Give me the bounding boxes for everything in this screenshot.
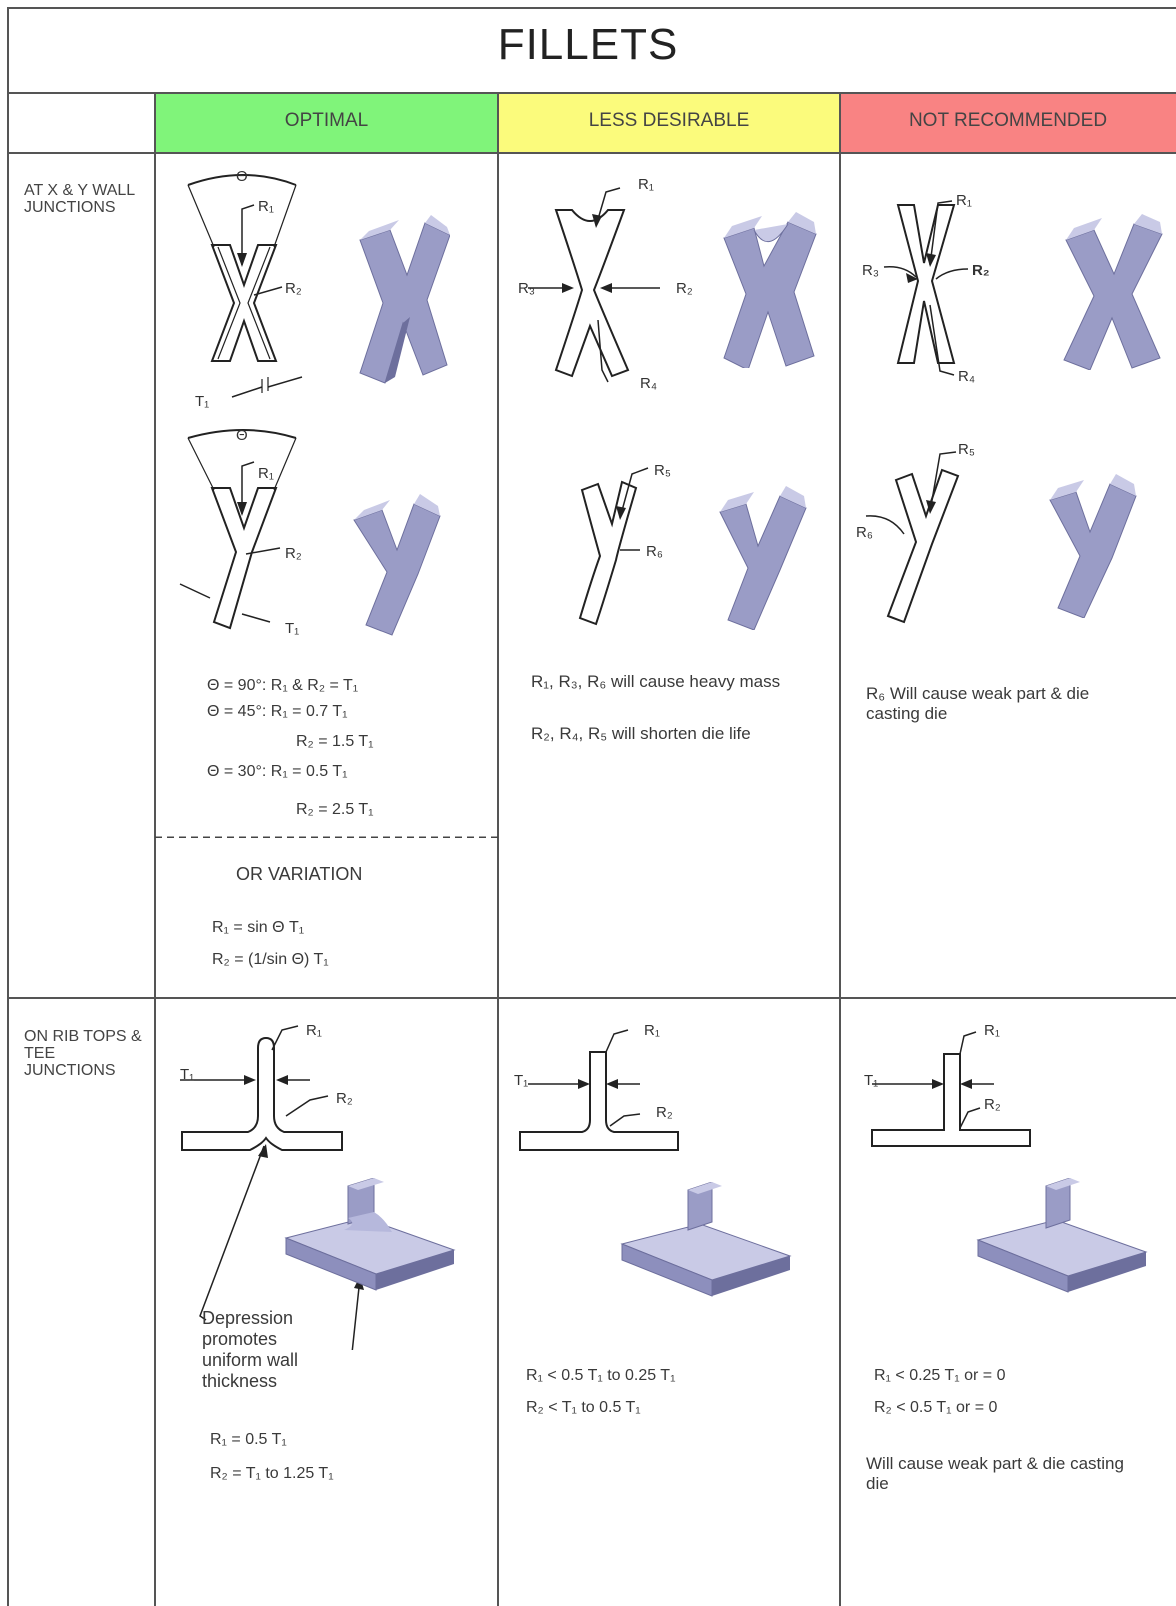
optimal-y-solid-render (353, 494, 441, 636)
opt-rib-r2-label: R₂ (336, 1090, 353, 1107)
header-not-bg (840, 93, 1176, 153)
row-label-xy-junctions: AT X & Y WALL JUNCTIONS (24, 182, 135, 216)
less-rib-eq-2: R₂ < T₁ to 0.5 T₁ (526, 1399, 641, 1416)
opt-y-theta-label: Θ (236, 427, 248, 444)
row-label-rib-tee-junctions: ON RIB TOPS & TEE JUNCTIONS (24, 1028, 142, 1079)
not-rib-eq-2: R₂ < 0.5 T₁ or = 0 (874, 1399, 998, 1416)
header-less-bg (498, 93, 840, 153)
opt-xy-eq-5: R₂ = 2.5 T₁ (296, 801, 374, 818)
opt-y-r2-label: R₂ (285, 545, 302, 562)
not-x-r2-label: R₂ (972, 262, 990, 279)
optimal-x-outline-diagram (187, 174, 303, 398)
opt-xy-eq-2: Θ = 45°: R₁ = 0.7 T₁ (207, 703, 348, 720)
less-x-r4-label: R₄ (640, 375, 657, 392)
not-x-solid-render (1063, 214, 1163, 370)
optimal-x-solid-render (359, 215, 450, 384)
not-x-r1-label: R₁ (956, 192, 972, 209)
opt-x-r2-label: R₂ (285, 280, 302, 297)
opt-xy-eq-4: Θ = 30°: R₁ = 0.5 T₁ (207, 763, 348, 780)
opt-variation-title: OR VARIATION (236, 864, 363, 884)
opt-xy-eq-1: Θ = 90°: R₁ & R₂ = T₁ (207, 677, 359, 694)
not-x-r4-label: R₄ (958, 368, 975, 385)
not-rib-r2-label: R₂ (984, 1096, 1001, 1113)
header-less-desirable: LESS DESIRABLE (588, 110, 750, 131)
not-rib-solid-render (976, 1178, 1148, 1293)
not-xy-note: R₆ Will cause weak part & die casting di… (866, 684, 1090, 723)
opt-variation-eq-1: R₁ = sin Θ T₁ (212, 919, 305, 936)
opt-x-theta-label: Θ (236, 168, 248, 185)
less-x-solid-render (723, 212, 817, 368)
less-x-r3-label: R₃ (518, 280, 535, 297)
opt-y-r1-label: R₁ (258, 465, 274, 482)
opt-x-t1-label: T₁ (195, 393, 210, 410)
opt-rib-r1-label: R₁ (306, 1022, 322, 1039)
opt-rib-eq-1: R₁ = 0.5 T₁ (210, 1431, 287, 1448)
opt-variation-eq-2: R₂ = (1/sin Θ) T₁ (212, 951, 329, 968)
less-xy-note-1: R₁, R₃, R₆ will cause heavy mass (531, 672, 781, 691)
opt-y-t1-label: T₁ (285, 620, 300, 637)
not-rib-outline-diagram (871, 1031, 1031, 1147)
header-not-recommended: NOT RECOMMENDED (908, 110, 1108, 131)
header-optimal: OPTIMAL (284, 110, 369, 131)
not-rib-eq-1: R₁ < 0.25 T₁ or = 0 (874, 1367, 1006, 1384)
less-y-r6-label: R₆ (646, 543, 663, 560)
less-x-outline-diagram (528, 187, 660, 383)
not-x-r3-label: R₃ (862, 262, 879, 279)
less-rib-outline-diagram (519, 1029, 679, 1151)
less-x-r2-label: R₂ (676, 280, 693, 297)
less-y-outline-diagram (578, 467, 649, 626)
not-y-r6-label: R₆ (856, 524, 873, 541)
less-x-r1-label: R₁ (638, 176, 654, 193)
not-rib-r1-label: R₁ (984, 1022, 1000, 1039)
opt-x-r1-label: R₁ (258, 198, 274, 215)
optimal-rib-solid-render (284, 1178, 456, 1291)
less-rib-r2-label: R₂ (656, 1104, 673, 1121)
opt-rib-t1-label: T₁ (180, 1066, 195, 1083)
not-y-outline-diagram (865, 451, 960, 624)
header-optimal-bg (155, 93, 498, 153)
not-rib-note: Will cause weak part & die casting die (866, 1454, 1124, 1493)
less-rib-r1-label: R₁ (644, 1022, 660, 1039)
less-rib-eq-1: R₁ < 0.5 T₁ to 0.25 T₁ (526, 1367, 676, 1384)
opt-rib-eq-2: R₂ = T₁ to 1.25 T₁ (210, 1465, 334, 1482)
not-y-solid-render (1049, 474, 1137, 618)
less-rib-solid-render (620, 1182, 792, 1297)
less-rib-t1-label: T₁ (514, 1072, 529, 1089)
opt-xy-eq-3: R₂ = 1.5 T₁ (296, 733, 374, 750)
less-y-solid-render (719, 486, 807, 630)
optimal-y-outline-diagram (179, 429, 297, 630)
chart-title: FILLETS (497, 20, 679, 69)
not-y-r5-label: R₅ (958, 441, 975, 458)
not-x-outline-diagram (883, 200, 969, 376)
not-rib-t1-label: T₁ (864, 1072, 879, 1089)
opt-rib-callout: Depression promotes uniform wall thickne… (202, 1308, 299, 1391)
less-xy-note-2: R₂, R₄, R₅ will shorten die life (531, 724, 751, 743)
less-y-r5-label: R₅ (654, 462, 671, 479)
optimal-rib-outline-diagram (180, 1025, 364, 1350)
